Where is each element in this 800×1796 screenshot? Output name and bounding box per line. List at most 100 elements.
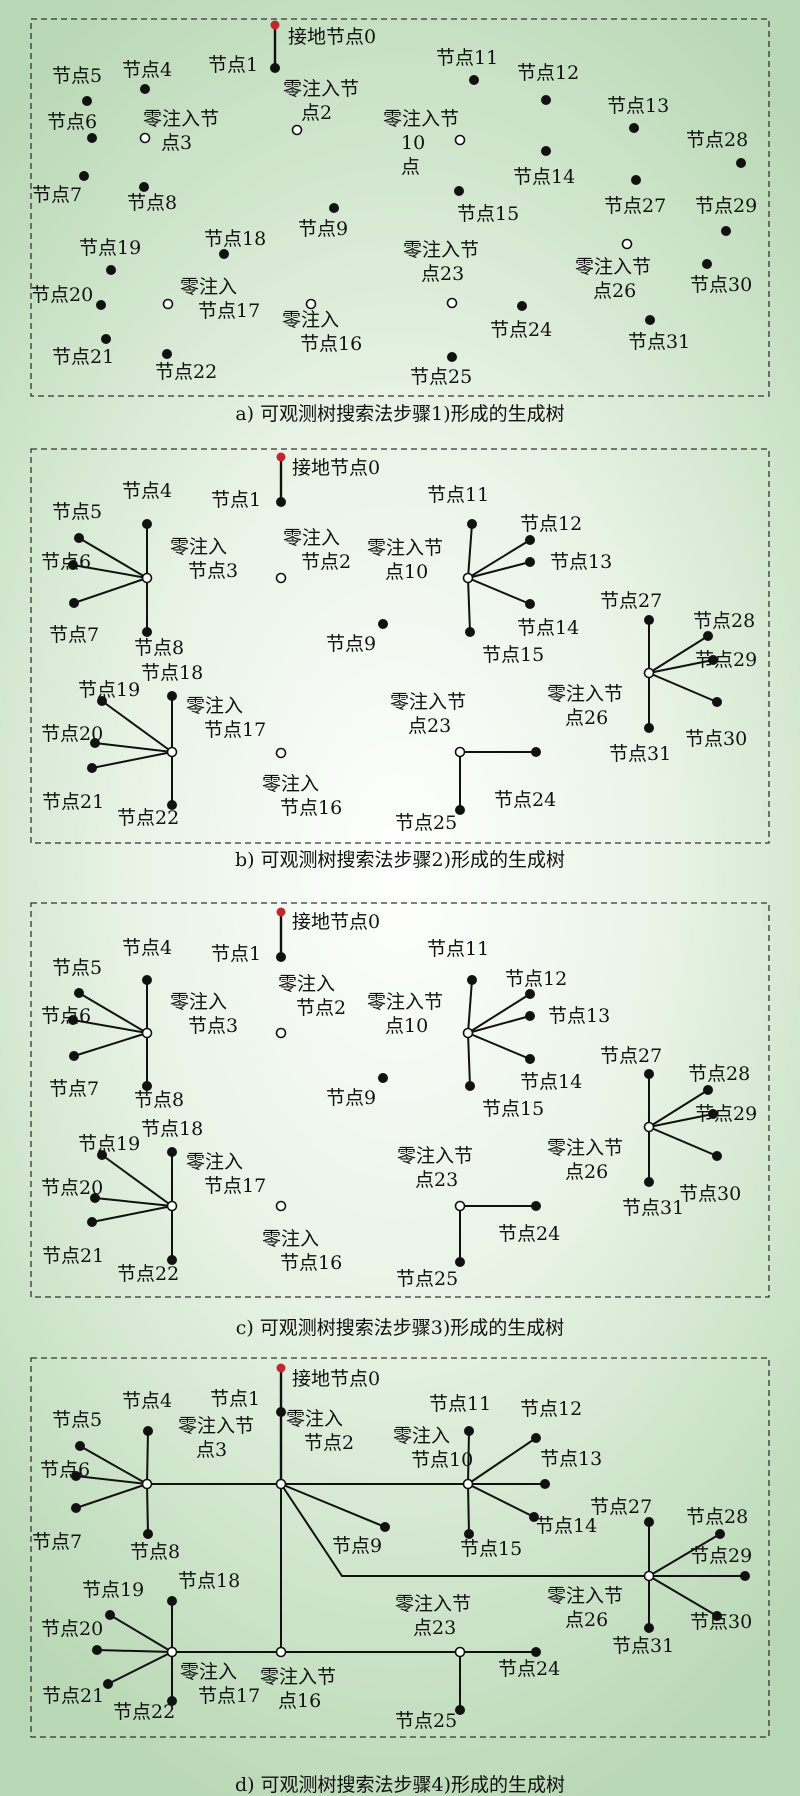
edge-n17-n20 — [94, 742, 173, 753]
node-3-hollow — [141, 1027, 153, 1039]
node-label-16: 零注入节点16 — [282, 309, 362, 355]
node-17-hollow — [166, 746, 178, 758]
node-label-3: 零注入节点3 — [170, 991, 238, 1037]
node-label-19: 节点19 — [78, 1133, 140, 1155]
node-2-hollow — [275, 572, 287, 584]
edge-n26-n28 — [648, 635, 709, 674]
edge-n26-n30 — [648, 1575, 718, 1617]
node-31-solid — [645, 315, 655, 325]
node-label-25: 节点25 — [396, 1268, 458, 1290]
edge-n10-n12 — [467, 1437, 537, 1485]
node-label-17: 零注入节点17 — [180, 1661, 260, 1707]
edge-n3-n7 — [73, 577, 148, 604]
node-label-1: 节点1 — [210, 1388, 260, 1410]
node-label-2: 零注入节点2 — [283, 527, 351, 573]
edge-n26-n29 — [648, 1113, 714, 1128]
node-label-28: 节点28 — [686, 1506, 748, 1528]
node-label-0: 接地节点0 — [292, 457, 380, 479]
node-31-solid — [644, 1623, 654, 1633]
edge-n3-n5 — [78, 537, 148, 579]
node-22-solid — [167, 1696, 177, 1706]
edge-n10-n11 — [467, 979, 473, 1034]
node-26-hollow — [643, 667, 655, 679]
node-label-11: 节点11 — [427, 938, 489, 960]
node-label-9: 节点9 — [326, 1087, 376, 1109]
node-label-27: 节点27 — [600, 1045, 662, 1067]
node-19-solid — [105, 1610, 115, 1620]
node-label-28: 节点28 — [688, 1063, 750, 1085]
node-label-8: 节点8 — [130, 1541, 180, 1563]
node-7-solid — [71, 1503, 81, 1513]
node-12-solid — [525, 535, 535, 545]
node-label-17: 零注入节点17 — [186, 695, 266, 741]
node-label-2: 零注入节点2 — [278, 973, 346, 1019]
node-15-solid — [465, 1081, 475, 1091]
node-label-30: 节点30 — [685, 728, 747, 750]
node-label-31: 节点31 — [612, 1635, 674, 1657]
edge-n10-n11 — [467, 1430, 470, 1485]
node-28-solid — [715, 1529, 725, 1539]
node-label-31: 节点31 — [622, 1197, 684, 1219]
node-label-8: 节点8 — [127, 192, 177, 214]
node-label-25: 节点25 — [395, 1710, 457, 1732]
edge-n3-n8 — [146, 1483, 149, 1535]
node-27-solid — [644, 1517, 654, 1527]
node-label-10: 零注入节点10 — [367, 537, 443, 583]
node-label-10: 零注入节点10 — [367, 991, 443, 1037]
node-label-25: 节点25 — [395, 812, 457, 834]
node-28-solid — [703, 1085, 713, 1095]
node-18-solid — [167, 1147, 177, 1157]
node-30-solid — [712, 1611, 722, 1621]
node-20-solid — [90, 1193, 100, 1203]
node-9-solid — [378, 1073, 388, 1083]
node-11-solid — [464, 1426, 474, 1436]
node-label-23: 零注入节点23 — [395, 1593, 471, 1639]
node-label-4: 节点4 — [122, 59, 172, 81]
node-6-solid — [68, 1015, 78, 1025]
node-0-ground — [276, 452, 286, 462]
edge-n10-n11 — [467, 523, 473, 579]
node-label-20: 节点20 — [31, 284, 93, 306]
node-label-9: 节点9 — [326, 633, 376, 655]
node-7-solid — [69, 598, 79, 608]
node-25-solid — [455, 805, 465, 815]
node-31-solid — [644, 1177, 654, 1187]
node-8-solid — [143, 1529, 153, 1539]
node-label-18: 节点18 — [178, 1570, 240, 1592]
node-18-solid — [167, 1596, 177, 1606]
node-label-30: 节点30 — [690, 274, 752, 296]
node-label-12: 节点12 — [505, 968, 567, 990]
node-20-solid — [96, 300, 106, 310]
edge-n17-n20 — [94, 1197, 173, 1207]
node-label-31: 节点31 — [609, 743, 671, 765]
node-label-18: 节点18 — [204, 228, 266, 250]
node-20-solid — [90, 738, 100, 748]
edge-n3-n7 — [75, 1483, 148, 1509]
node-1-solid — [276, 497, 286, 507]
node-17-hollow — [162, 298, 174, 310]
node-6-solid — [68, 560, 78, 570]
node-14-solid — [529, 1512, 539, 1522]
edge-n2-n9 — [280, 1483, 386, 1528]
node-19-solid — [97, 696, 107, 706]
node-14-solid — [525, 1054, 535, 1064]
node-12-solid — [531, 1433, 541, 1443]
node-22-solid — [167, 800, 177, 810]
node-label-24: 节点24 — [498, 1658, 560, 1680]
node-24-solid — [531, 747, 541, 757]
edge-n10-n15 — [467, 577, 471, 633]
node-label-3: 零注入节点3 — [178, 1415, 254, 1461]
edge-n10-n14 — [467, 1483, 535, 1518]
node-23-hollow — [454, 746, 466, 758]
panel-caption: d) 可观测树搜索法步骤4)形成的生成树 — [235, 1774, 565, 1796]
node-label-18: 节点18 — [141, 1118, 203, 1140]
node-13-solid — [525, 1011, 535, 1021]
edge-n17-n21 — [91, 751, 173, 769]
edge-n17-n20 — [96, 1649, 173, 1653]
edge-n17-n19 — [101, 700, 173, 753]
edge-n10-n13 — [467, 561, 531, 579]
node-label-11: 节点11 — [427, 484, 489, 506]
